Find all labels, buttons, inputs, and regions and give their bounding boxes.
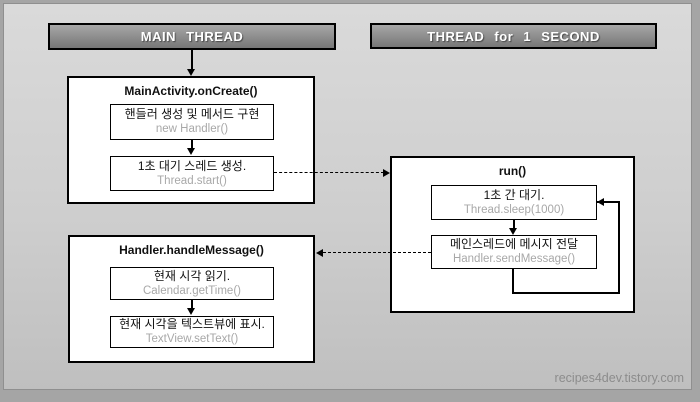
dashed-arrow-start-to-run-line bbox=[274, 172, 384, 173]
step-send-message-label: 메인스레드에 메시지 전달 bbox=[449, 237, 579, 252]
step-get-time-code: Calendar.getTime() bbox=[142, 284, 241, 297]
step-set-text: 현재 시각을 텍스트뷰에 표시. TextView.setText() bbox=[110, 316, 274, 348]
run-title: run() bbox=[498, 164, 527, 178]
second-thread-header: THREAD for 1 SECOND bbox=[370, 23, 657, 49]
step-sleep: 1초 간 대기. Thread.sleep(1000) bbox=[431, 185, 597, 220]
dashed-arrow-start-to-run-head-icon bbox=[383, 168, 390, 177]
arrow-handler-to-start-head-icon bbox=[187, 148, 195, 155]
arrow-sleep-to-send-line bbox=[513, 220, 515, 229]
step-set-text-label: 현재 시각을 텍스트뷰에 표시. bbox=[119, 317, 265, 332]
loop-arrow-head-icon bbox=[597, 197, 604, 206]
oncreate-group-box: MainActivity.onCreate() 핸들러 생성 및 메서드 구현 … bbox=[67, 76, 315, 204]
handlemessage-title: Handler.handleMessage() bbox=[119, 243, 264, 257]
arrow-sleep-to-send-head-icon bbox=[509, 228, 517, 235]
loop-arrow-segment-down bbox=[512, 269, 514, 294]
arrow-header-to-oncreate-head-icon bbox=[187, 69, 195, 76]
loop-arrow-segment-top bbox=[597, 201, 620, 203]
arrow-handler-to-start-line bbox=[191, 139, 193, 149]
main-thread-header-label: MAIN THREAD bbox=[140, 29, 244, 44]
oncreate-title: MainActivity.onCreate() bbox=[124, 84, 258, 98]
second-thread-header-label: THREAD for 1 SECOND bbox=[427, 28, 600, 44]
loop-arrow-segment-bottom bbox=[512, 292, 620, 294]
dashed-arrow-send-to-handle-head-icon bbox=[316, 248, 323, 257]
step-send-message-code: Handler.sendMessage() bbox=[452, 253, 576, 266]
watermark: recipes4dev.tistory.com bbox=[554, 371, 684, 385]
arrow-gettime-to-settext-line bbox=[191, 300, 193, 309]
step-sleep-code: Thread.sleep(1000) bbox=[463, 203, 565, 216]
dashed-arrow-send-to-handle-line bbox=[323, 252, 431, 253]
step-sleep-label: 1초 간 대기. bbox=[483, 187, 545, 202]
step-create-handler-code: new Handler() bbox=[155, 123, 229, 136]
step-set-text-code: TextView.setText() bbox=[145, 333, 239, 346]
step-create-handler: 핸들러 생성 및 메서드 구현 new Handler() bbox=[110, 104, 274, 140]
step-start-thread-label: 1초 대기 스레드 생성. bbox=[137, 158, 247, 173]
loop-arrow-segment-up bbox=[618, 201, 620, 294]
step-start-thread-code: Thread.start() bbox=[157, 174, 227, 187]
arrow-header-to-oncreate-line bbox=[191, 50, 193, 70]
step-get-time-label: 현재 시각 읽기. bbox=[153, 268, 231, 283]
handlemessage-group-box: Handler.handleMessage() 현재 시각 읽기. Calend… bbox=[68, 235, 315, 363]
step-create-handler-label: 핸들러 생성 및 메서드 구현 bbox=[124, 107, 260, 122]
step-send-message: 메인스레드에 메시지 전달 Handler.sendMessage() bbox=[431, 235, 597, 269]
step-get-time: 현재 시각 읽기. Calendar.getTime() bbox=[110, 267, 274, 300]
main-thread-header: MAIN THREAD bbox=[48, 23, 336, 50]
step-start-thread: 1초 대기 스레드 생성. Thread.start() bbox=[110, 156, 274, 191]
arrow-gettime-to-settext-head-icon bbox=[187, 308, 195, 315]
